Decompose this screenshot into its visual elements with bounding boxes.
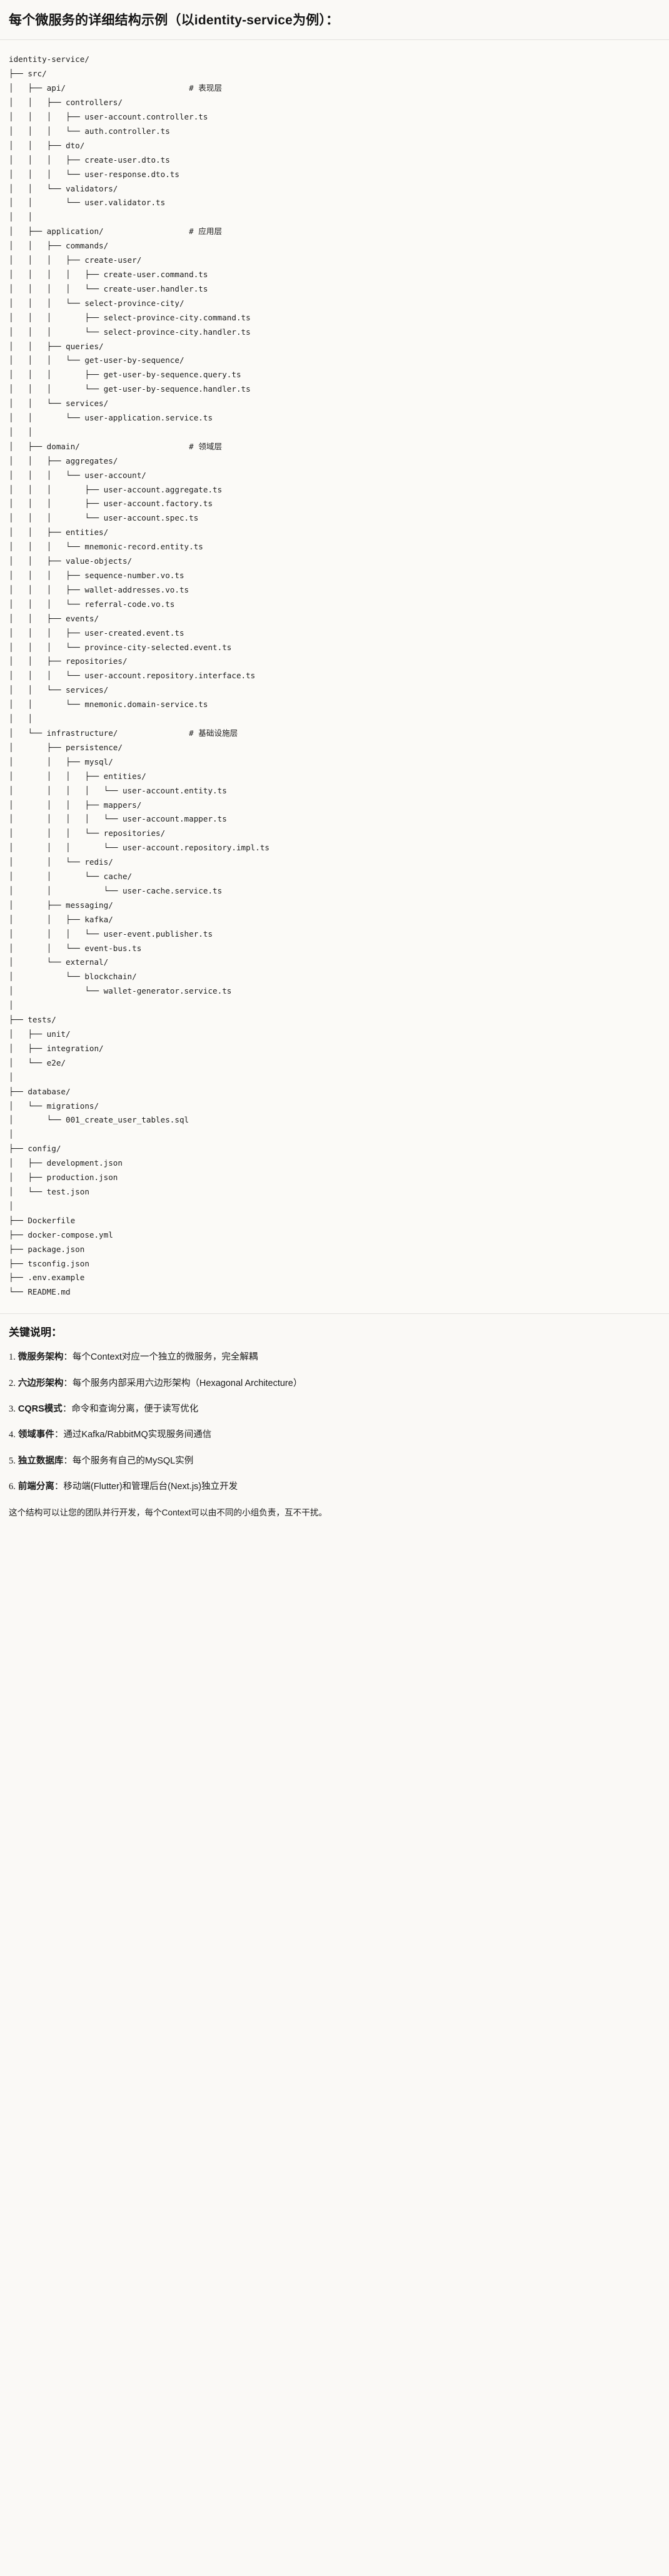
page-title: 每个微服务的详细结构示例（以identity-service为例）： <box>9 13 340 28</box>
closing-paragraph: 这个结构可以让您的团队并行开发，每个Context可以由不同的小组负责，互不干扰… <box>9 1507 328 1517</box>
list-item: 3. CQRS模式：命令和查询分离，便于读写优化 <box>9 1402 660 1416</box>
list-item-term: 六边形架构 <box>18 1378 64 1388</box>
list-item-description: 通过Kafka/RabbitMQ实现服务间通信 <box>63 1430 212 1440</box>
list-item-separator: ： <box>63 1352 73 1363</box>
directory-tree: identity-service/ ├── src/ │ ├── api/ # … <box>9 54 270 1297</box>
directory-tree-section: identity-service/ ├── src/ │ ├── api/ # … <box>0 40 669 1315</box>
list-item-term: 独立数据库 <box>18 1455 64 1466</box>
list-item-description: 每个服务有自己的MySQL实例 <box>72 1455 194 1466</box>
list-item: 1. 微服务架构：每个Context对应一个独立的微服务，完全解耦 <box>9 1350 660 1364</box>
key-notes-list: 1. 微服务架构：每个Context对应一个独立的微服务，完全解耦 2. 六边形… <box>9 1350 660 1494</box>
list-item-term: CQRS模式 <box>18 1403 63 1414</box>
key-notes-section: 关键说明： 1. 微服务架构：每个Context对应一个独立的微服务，完全解耦 … <box>0 1314 669 1531</box>
list-item-description: 每个服务内部采用六边形架构（Hexagonal Architecture） <box>72 1378 303 1388</box>
list-item-number: 5. <box>9 1455 16 1466</box>
document-page: 每个微服务的详细结构示例（以identity-service为例）： ident… <box>0 0 669 1531</box>
list-item-number: 1. <box>9 1352 16 1363</box>
list-item-description: 每个Context对应一个独立的微服务，完全解耦 <box>72 1352 258 1363</box>
list-item-term: 微服务架构 <box>18 1352 64 1363</box>
list-item-separator: ： <box>62 1403 72 1414</box>
key-notes-heading: 关键说明： <box>9 1326 62 1339</box>
list-item-number: 6. <box>9 1482 16 1492</box>
list-item-description: 移动端(Flutter)和管理后台(Next.js)独立开发 <box>63 1482 238 1492</box>
list-item-number: 4. <box>9 1430 16 1440</box>
list-item-separator: ： <box>54 1430 64 1440</box>
list-item: 5. 独立数据库：每个服务有自己的MySQL实例 <box>9 1454 660 1468</box>
list-item: 2. 六边形架构：每个服务内部采用六边形架构（Hexagonal Archite… <box>9 1377 660 1390</box>
list-item-term: 前端分离 <box>18 1482 54 1492</box>
list-item-number: 2. <box>9 1378 16 1388</box>
list-item: 6. 前端分离：移动端(Flutter)和管理后台(Next.js)独立开发 <box>9 1480 660 1494</box>
list-item-separator: ： <box>63 1378 73 1388</box>
list-item-separator: ： <box>54 1482 64 1492</box>
list-item: 4. 领域事件：通过Kafka/RabbitMQ实现服务间通信 <box>9 1428 660 1442</box>
title-section: 每个微服务的详细结构示例（以identity-service为例）： <box>0 0 669 41</box>
list-item-number: 3. <box>9 1403 16 1414</box>
list-item-separator: ： <box>63 1455 73 1466</box>
list-item-term: 领域事件 <box>18 1430 54 1440</box>
list-item-description: 命令和查询分离，便于读写优化 <box>71 1403 199 1414</box>
